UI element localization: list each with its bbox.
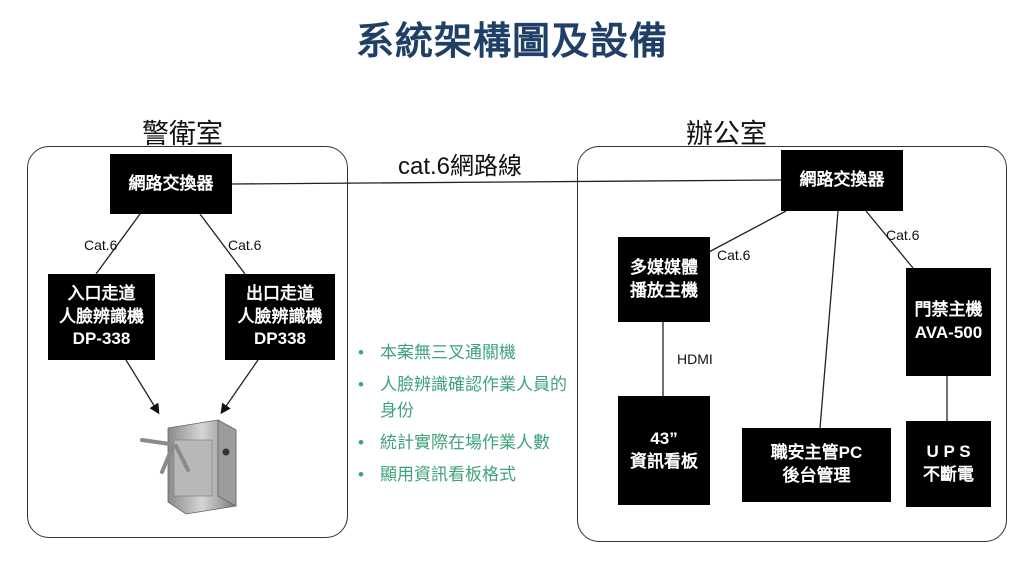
turnstile-image: [140, 419, 237, 515]
office-switch-to-access-line: [865, 210, 914, 269]
hdmi-label: HDMI: [677, 351, 713, 367]
media-player-line: 多媒媒體: [630, 257, 698, 277]
access-controller-line: 門禁主機: [914, 300, 983, 320]
guard-room-label: 警衛室: [142, 119, 223, 149]
media-player-host: 多媒媒體 播放主機: [618, 237, 710, 322]
backbone-line: [231, 179, 782, 185]
media-link-label: Cat.6: [717, 247, 751, 263]
exit-device-line: 人臉辨識機: [237, 306, 323, 326]
entrance-to-turnstile-arrow: [125, 359, 160, 415]
note-item: 統計實際在場作業人數: [358, 430, 578, 456]
guard-network-switch: 網路交換器: [110, 154, 232, 214]
exit-face-recognition-device: 出口走道 人臉辨識機 DP338: [225, 274, 335, 360]
access-control-host: 門禁主機 AVA-500: [906, 268, 991, 376]
guard-link-right-label: Cat.6: [228, 237, 262, 253]
note-item: 人臉辨識確認作業人員的身份: [358, 372, 578, 424]
page-title: 系統架構圖及設備: [355, 21, 668, 63]
guard-network-switch-label: 網路交換器: [128, 173, 214, 193]
ups-unit: U P S 不斷電: [906, 421, 991, 507]
office-switch-to-media-line: [706, 210, 787, 254]
info-display-board: 43” 資訊看板: [618, 396, 710, 505]
guard-link-left-label: Cat.6: [84, 237, 118, 253]
media-player-line: 播放主機: [630, 280, 698, 300]
office-label: 辦公室: [686, 119, 767, 149]
office-network-switch-label: 網路交換器: [799, 170, 885, 190]
guard-switch-to-entrance-line: [95, 213, 141, 275]
exit-to-turnstile-arrow: [220, 359, 259, 415]
entrance-device-line: 入口走道: [67, 283, 136, 303]
safety-pc-line: 職安主管PC: [770, 443, 863, 463]
exit-device-line: 出口走道: [246, 283, 314, 303]
backbone-cable-label: cat.6網路線: [398, 153, 523, 180]
entrance-device-line: 人臉辨識機: [59, 306, 144, 326]
note-item: 顯用資訊看板格式: [358, 462, 578, 488]
safety-manager-pc: 職安主管PC 後台管理: [742, 428, 891, 502]
notes-list: 本案無三叉通關機 人臉辨識確認作業人員的身份 統計實際在場作業人數 顯用資訊看板…: [358, 340, 578, 494]
exit-device-line: DP338: [254, 329, 306, 349]
ups-line: 不斷電: [923, 465, 974, 484]
entrance-device-line: DP-338: [72, 329, 131, 349]
guard-switch-to-exit-line: [199, 213, 246, 275]
access-controller-line: AVA-500: [914, 323, 983, 342]
office-switch-to-pc-line: [819, 210, 839, 429]
entrance-face-recognition-device: 入口走道 人臉辨識機 DP-338: [48, 274, 155, 360]
access-link-label: Cat.6: [886, 227, 920, 243]
note-item: 本案無三叉通關機: [358, 340, 578, 366]
ups-line: U P S: [926, 442, 971, 462]
safety-pc-line: 後台管理: [782, 466, 851, 485]
office-network-switch: 網路交換器: [781, 150, 903, 211]
display-board-line: 資訊看板: [630, 451, 698, 471]
display-board-line: 43”: [650, 428, 678, 448]
